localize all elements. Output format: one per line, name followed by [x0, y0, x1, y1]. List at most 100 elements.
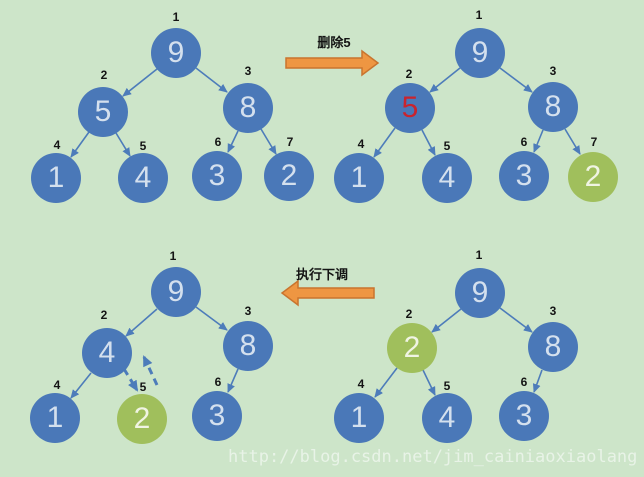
heap-node-deleted: 5: [385, 83, 435, 133]
node-value: 2: [133, 402, 151, 435]
heap-node: 9: [455, 268, 505, 318]
tree-edge: [373, 127, 396, 158]
node-value: 5: [94, 95, 112, 128]
tree-edge: [422, 369, 436, 396]
delete-step-label: 删除5: [317, 35, 351, 50]
node-value: 4: [134, 161, 152, 194]
tree-edge: [260, 128, 277, 155]
node-value: 2: [584, 160, 602, 193]
heap-node: 9: [151, 28, 201, 78]
tree-edge: [70, 131, 90, 158]
node-index-label: 4: [53, 138, 61, 152]
heap-node: 1: [31, 153, 81, 203]
node-value: 1: [350, 161, 368, 194]
node-index-label: 4: [357, 377, 365, 391]
node-index-label: 6: [214, 135, 222, 149]
siftdown-step-arrow-icon: [280, 279, 375, 307]
swap-up-arrow: [142, 355, 159, 386]
tree-edge: [532, 369, 543, 393]
heap-node: 3: [192, 151, 242, 201]
heap-node: 3: [192, 391, 242, 441]
node-value: 3: [515, 159, 533, 192]
heap-node: 9: [151, 267, 201, 317]
node-index-label: 5: [139, 380, 147, 394]
heap-node: 8: [528, 82, 578, 132]
tree-edge: [227, 130, 239, 153]
node-index-label: 1: [475, 8, 483, 22]
node-value: 3: [515, 399, 533, 432]
node-index-label: 2: [405, 307, 413, 321]
node-value: 9: [167, 36, 185, 69]
node-index-label: 3: [244, 304, 252, 318]
heap-node: 3: [499, 391, 549, 441]
node-value: 4: [438, 161, 456, 194]
swap-down-arrow: [122, 368, 139, 392]
tree-edges-bottom-right: [374, 307, 543, 398]
node-index-label: 2: [100, 68, 108, 82]
node-index-label: 3: [549, 64, 557, 78]
tree-edge: [122, 68, 158, 97]
heap-node: 8: [223, 321, 273, 371]
heap-node: 4: [82, 328, 132, 378]
node-value: 4: [438, 401, 456, 434]
tree-edge: [564, 128, 581, 155]
heap-node: 5: [78, 87, 128, 137]
tree-edge: [421, 129, 436, 156]
tree-edge: [195, 67, 228, 93]
node-index-label: 6: [520, 375, 528, 389]
node-value: 9: [471, 276, 489, 309]
node-value: 9: [471, 36, 489, 69]
tree-edge: [533, 129, 544, 153]
node-value-red: 5: [401, 91, 419, 124]
node-index-label: 1: [475, 248, 483, 262]
tree-edge: [115, 132, 131, 157]
node-value: 8: [239, 91, 257, 124]
heap-node-swapped: 2: [117, 394, 167, 444]
node-index-label: 7: [590, 135, 598, 149]
watermark-url: http://blog.csdn.net/jim_cainiaoxiaolang: [228, 447, 638, 467]
node-index-label: 1: [172, 10, 180, 24]
node-index-label: 6: [214, 375, 222, 389]
heap-node: 3: [499, 151, 549, 201]
tree-edges-bottom-left: [70, 306, 239, 399]
node-value: 4: [98, 336, 116, 369]
tree-edge: [499, 67, 533, 93]
node-index-label: 1: [169, 249, 177, 263]
swap-dashed-arrows: [122, 355, 159, 392]
node-index-label: 2: [405, 67, 413, 81]
siftdown-step-label: 执行下调: [295, 267, 348, 282]
node-index-label: 3: [549, 304, 557, 318]
tree-edge: [374, 367, 398, 398]
node-value: 8: [544, 330, 562, 363]
heap-node: 8: [223, 83, 273, 133]
heap-node: 1: [30, 393, 80, 443]
node-value: 1: [47, 161, 65, 194]
heap-node: 9: [455, 28, 505, 78]
heap-node: 4: [422, 153, 472, 203]
tree-edge: [429, 67, 461, 93]
node-index-label: 3: [244, 64, 252, 78]
delete-step-arrow-icon: [285, 49, 380, 77]
tree-edge: [499, 307, 533, 333]
heap-node: 1: [334, 393, 384, 443]
tree-edge: [195, 306, 228, 331]
heap-node: 4: [118, 153, 168, 203]
node-index-label: 4: [357, 137, 365, 151]
heap-node: 2: [264, 151, 314, 201]
tree-edges-top-right: [373, 67, 581, 158]
heap-node: 4: [422, 393, 472, 443]
node-value: 3: [208, 399, 226, 432]
node-value: 1: [350, 401, 368, 434]
tree-edge: [431, 308, 462, 333]
heap-node-last-element: 2: [568, 152, 618, 202]
node-value: 3: [208, 159, 226, 192]
node-value: 8: [239, 329, 257, 362]
node-index-label: 2: [100, 308, 108, 322]
node-value: 1: [46, 401, 64, 434]
tree-edge: [125, 308, 158, 337]
heap-node: 1: [334, 153, 384, 203]
node-index-label: 6: [520, 135, 528, 149]
node-value: 2: [403, 331, 421, 364]
